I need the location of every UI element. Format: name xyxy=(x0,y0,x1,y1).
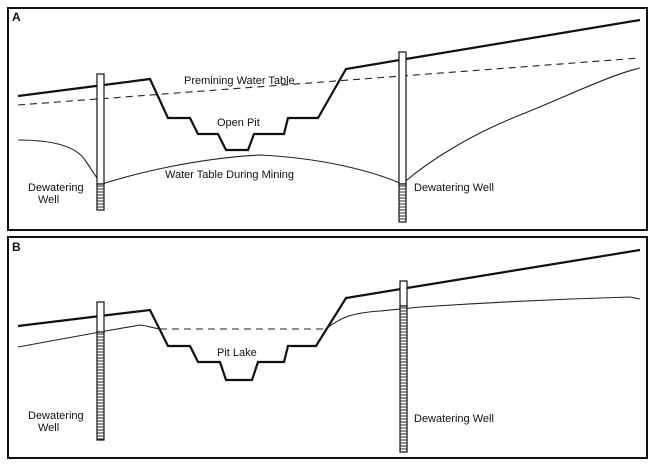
right-well-label: Dewatering Well xyxy=(414,413,494,425)
left-dewatering-well-a xyxy=(96,73,105,211)
pit-lake-label: Pit Lake xyxy=(217,347,257,359)
panel-a-frame xyxy=(7,7,648,231)
mining-water-table-line xyxy=(17,67,641,185)
left-well-label-line1: Dewatering xyxy=(28,182,84,194)
panel-b: B Pit Lake Dewatering Well Dewatering We… xyxy=(7,236,648,459)
well-casing xyxy=(96,73,105,185)
well-screen-outline xyxy=(399,305,408,453)
well-screen-outline xyxy=(96,183,105,211)
panel-b-frame xyxy=(7,236,648,459)
left-dewatering-well-b xyxy=(96,301,105,441)
ground-surface-a xyxy=(17,18,641,152)
panel-a-letter: A xyxy=(12,10,21,24)
water-table-during-mining-label: Water Table During Mining xyxy=(165,169,294,181)
ground-surface-b xyxy=(17,248,641,382)
right-dewatering-well-b xyxy=(399,280,408,453)
well-casing xyxy=(399,280,408,307)
well-casing xyxy=(398,51,407,185)
well-screen xyxy=(398,183,407,223)
open-pit-label: Open Pit xyxy=(217,117,260,129)
well-casing xyxy=(96,301,105,333)
left-well-label-line1: Dewatering xyxy=(28,410,84,422)
premining-water-table-label: Premining Water Table xyxy=(184,75,295,87)
panel-a: A Premining Water Table Open Pit Water T… xyxy=(7,7,648,231)
right-well-label: Dewatering Well xyxy=(414,182,494,194)
panel-b-letter: B xyxy=(12,240,21,254)
well-screen-outline xyxy=(96,331,105,441)
well-screen xyxy=(399,305,408,453)
right-dewatering-well-a xyxy=(398,51,407,223)
left-well-label-line2: Well xyxy=(38,194,59,206)
premining-water-table-line xyxy=(17,57,641,106)
well-screen-outline xyxy=(398,183,407,223)
left-well-label-line2: Well xyxy=(38,422,59,434)
well-screen xyxy=(96,183,105,211)
well-screen xyxy=(96,331,105,441)
